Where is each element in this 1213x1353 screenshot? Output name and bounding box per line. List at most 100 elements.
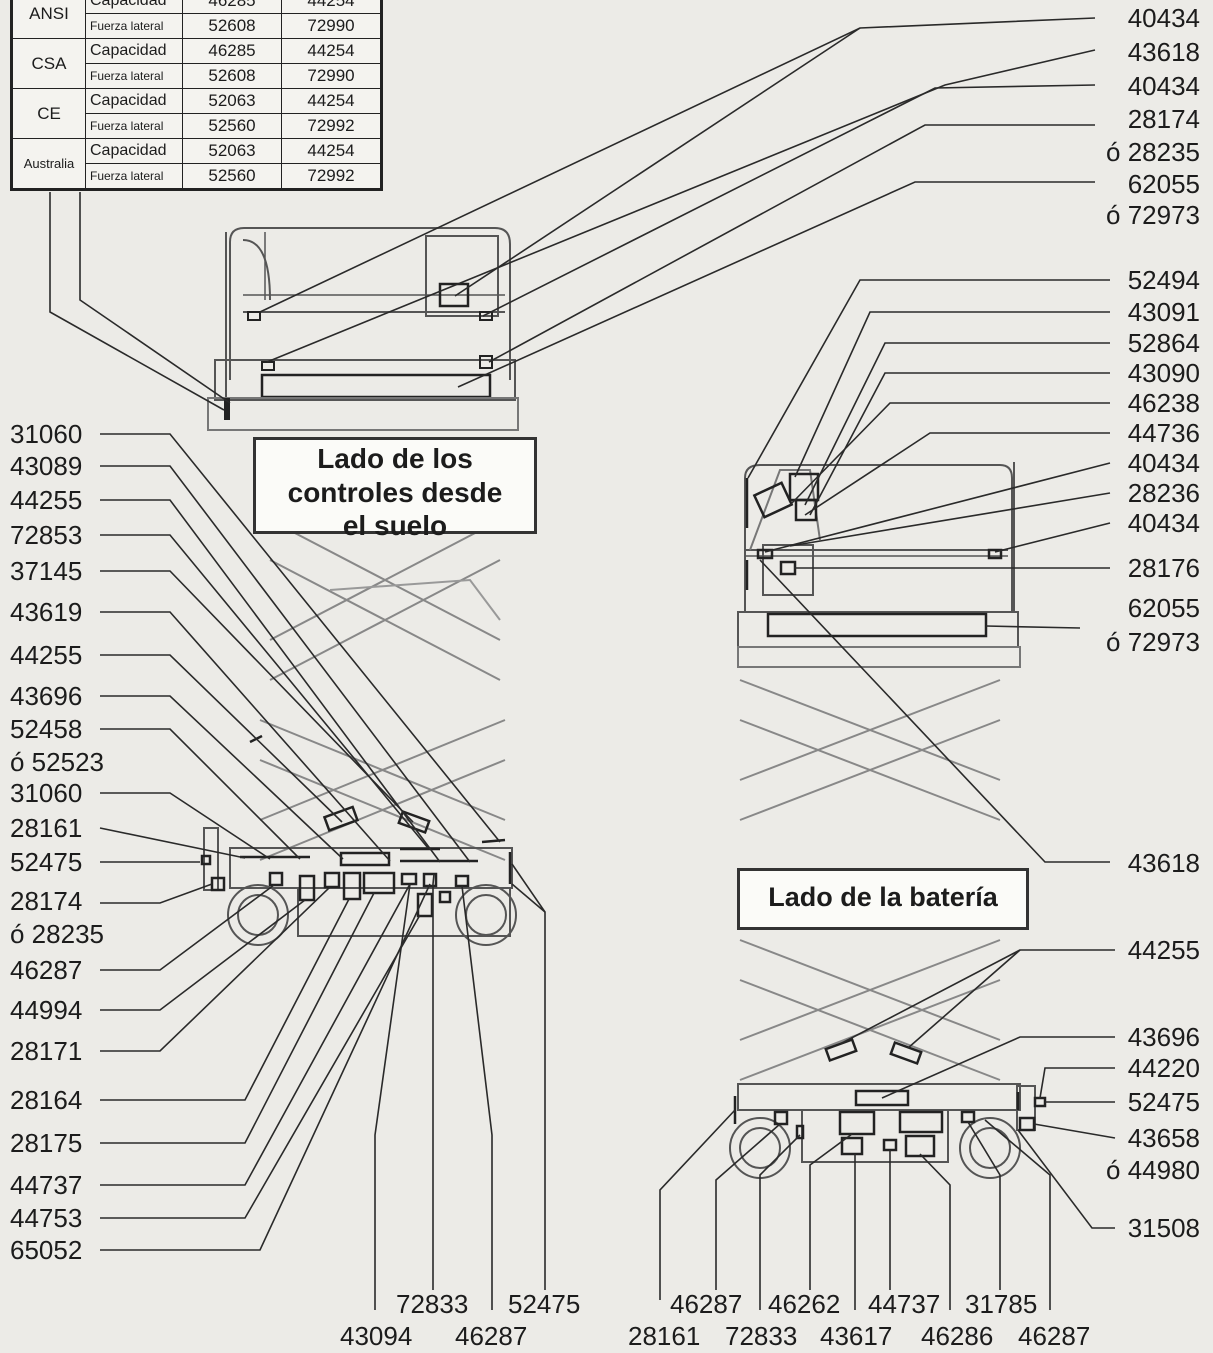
value-cell: 72992	[281, 113, 382, 139]
type-cell: Capacidad	[85, 0, 183, 14]
standard-cell: Australia	[11, 138, 86, 190]
part-label: 43617	[820, 1321, 892, 1351]
part-label: 40434	[1128, 448, 1200, 478]
value-cell: 72990	[281, 13, 382, 39]
part-label: 65052	[10, 1235, 82, 1265]
battery-side-machine	[729, 462, 1047, 1179]
battery-side-title: Lado de la batería	[737, 868, 1029, 930]
decal-capacity-table: ANSI Capacidad 46285 44254 Fuerza latera…	[10, 0, 383, 191]
part-label: 31785	[965, 1289, 1037, 1319]
part-label: ó 28235	[10, 919, 104, 949]
part-label: 72853	[10, 520, 82, 550]
type-cell: Capacidad	[85, 138, 183, 164]
part-label: 52475	[508, 1289, 580, 1319]
battery-lower-labels: 44255 43696 44220 52475 43658 ó 44980 31…	[1106, 935, 1200, 1243]
type-cell: Fuerza lateral	[85, 13, 183, 39]
part-label: 43094	[340, 1321, 412, 1351]
part-label: 52864	[1128, 328, 1200, 358]
value-cell: 46285	[182, 0, 282, 14]
standard-cell: CE	[11, 88, 86, 139]
type-cell: Fuerza lateral	[85, 113, 183, 139]
title-line: el suelo	[342, 510, 448, 542]
part-label: 28175	[10, 1128, 82, 1158]
table-row: Australia Capacidad 52063 44254	[11, 138, 382, 190]
standard-cell: CSA	[11, 38, 86, 89]
part-label: 46287	[670, 1289, 742, 1319]
part-label: 37145	[10, 556, 82, 586]
part-label: 28161	[10, 813, 82, 843]
value-cell: 52063	[182, 138, 282, 164]
part-label: ó 72973	[1106, 200, 1200, 230]
part-label: 40434	[1128, 3, 1200, 33]
part-label: 31508	[1128, 1213, 1200, 1243]
part-label: 52475	[10, 847, 82, 877]
value-cell: 72990	[281, 63, 382, 89]
part-label: 43658	[1128, 1123, 1200, 1153]
part-label: 40434	[1128, 71, 1200, 101]
part-label: 72833	[396, 1289, 468, 1319]
table-row: CE Capacidad 52063 44254	[11, 88, 382, 139]
top-right-labels: 40434 43618 40434 28174 ó 28235 62055 ó …	[1106, 3, 1200, 230]
value-cell: 52608	[182, 13, 282, 39]
part-label: 44255	[10, 640, 82, 670]
part-label: 44736	[1128, 418, 1200, 448]
part-label: 52475	[1128, 1087, 1200, 1117]
controls-side-machine	[200, 227, 519, 946]
part-label: 44737	[868, 1289, 940, 1319]
part-label: 46238	[1128, 388, 1200, 418]
table-row: Fuerza lateral 52560 72992	[12, 163, 382, 190]
part-label: 46286	[921, 1321, 993, 1351]
part-label: 52458	[10, 714, 82, 744]
value-cell: 52063	[182, 88, 282, 114]
type-cell: Fuerza lateral	[85, 63, 183, 89]
battery-side-labels: 52494 43091 52864 43090 46238 44736 4043…	[1106, 265, 1200, 878]
part-label: 44255	[1128, 935, 1200, 965]
type-cell: Capacidad	[85, 38, 183, 64]
part-label: 28174	[10, 886, 82, 916]
table-row: Fuerza lateral 52560 72992	[12, 113, 382, 139]
part-label: 43619	[10, 597, 82, 627]
part-label: ó 72973	[1106, 627, 1200, 657]
part-label: 44737	[10, 1170, 82, 1200]
battery-bottom-labels: 46287 46262 44737 31785 28161 72833 4361…	[628, 1289, 1090, 1351]
controls-side-labels: 31060 43089 44255 72853 37145 43619 4425…	[10, 419, 104, 1265]
part-label: 31060	[10, 778, 82, 808]
part-label: 44753	[10, 1203, 82, 1233]
part-label: 28171	[10, 1036, 82, 1066]
value-cell: 44254	[281, 88, 382, 114]
value-cell: 44254	[281, 138, 382, 164]
table-row: ANSI Capacidad 46285 44254	[11, 0, 382, 39]
controls-side-title: Lado de los controles desde el suelo	[253, 437, 537, 541]
part-label: 52494	[1128, 265, 1200, 295]
controls-bottom-labels: 72833 52475 43094 46287	[340, 1289, 580, 1351]
part-label: 43089	[10, 451, 82, 481]
part-label: 62055	[1128, 169, 1200, 199]
part-label: 62055	[1128, 593, 1200, 623]
leader-lines	[49, 17, 1116, 1310]
part-label: 44994	[10, 995, 82, 1025]
title-line: Lado de los	[317, 443, 473, 474]
part-label: 72833	[725, 1321, 797, 1351]
part-label: 43090	[1128, 358, 1200, 388]
part-label: 28236	[1128, 478, 1200, 508]
part-label: 43696	[10, 681, 82, 711]
part-label: 28176	[1128, 553, 1200, 583]
part-label: 46287	[1018, 1321, 1090, 1351]
title-line: controles desde	[287, 476, 503, 508]
value-cell: 52560	[182, 163, 282, 190]
part-label: 46287	[455, 1321, 527, 1351]
part-label: 43618	[1128, 848, 1200, 878]
part-label: ó 28235	[1106, 137, 1200, 167]
part-label: 43091	[1128, 297, 1200, 327]
value-cell: 52560	[182, 113, 282, 139]
type-cell: Capacidad	[85, 88, 183, 114]
part-label: 28161	[628, 1321, 700, 1351]
value-cell: 44254	[281, 38, 382, 64]
value-cell: 46285	[182, 38, 282, 64]
part-label: 44255	[10, 485, 82, 515]
part-label: 43618	[1128, 37, 1200, 67]
table-row: Fuerza lateral 52608 72990	[12, 63, 382, 89]
part-label: 28174	[1128, 104, 1200, 134]
part-label: 40434	[1128, 508, 1200, 538]
